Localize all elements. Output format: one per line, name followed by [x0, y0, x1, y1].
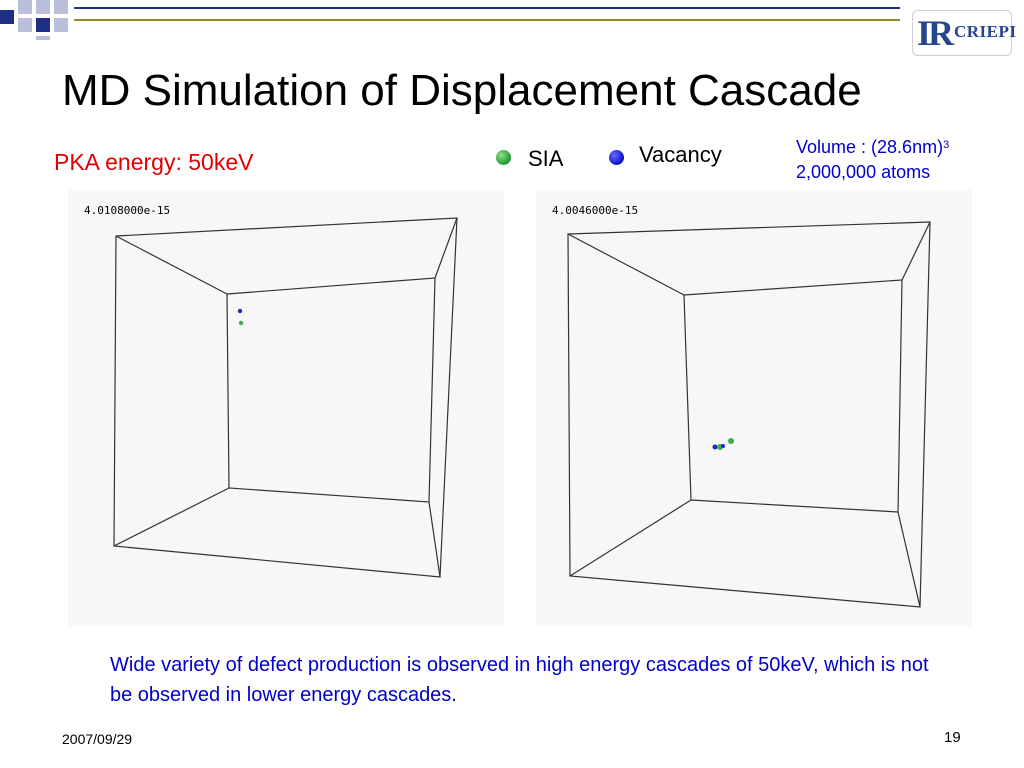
sia-point [238, 320, 244, 326]
page-number: 19 [944, 729, 961, 746]
footer-date: 2007/09/29 [62, 731, 133, 747]
criepi-logo: IR CRIEPI [912, 10, 1016, 56]
vacancy-point [712, 444, 718, 450]
volume-info: Volume : (28.6nm)3 2,000,000 atoms [796, 135, 949, 185]
pka-energy-label: PKA energy: 50keV [54, 149, 254, 175]
vacancy-legend-label: Vacancy [639, 142, 722, 167]
simulation-panel-left: 4.0108000e-15 [68, 190, 504, 626]
volume-line: Volume : (28.6nm)3 [796, 135, 949, 160]
logo-mark: IR [917, 13, 954, 53]
volume-exponent: 3 [943, 139, 950, 151]
atoms-count: 2,000,000 atoms [796, 162, 931, 182]
cascade-box-left [113, 217, 458, 578]
observation-note: Wide variety of defect production is obs… [110, 654, 929, 706]
sia-legend-label: SIA [528, 146, 564, 171]
cascade-box-right [567, 221, 931, 608]
vacancy-legend-dot-icon [609, 150, 624, 165]
logo-frame [912, 10, 1012, 56]
vacancy-point [721, 444, 725, 448]
vacancy-point [237, 308, 243, 314]
simulation-panel-right: 4.0046000e-15 [536, 190, 972, 626]
volume-text: Volume : (28.6nm) [796, 137, 944, 157]
sia-point [728, 438, 734, 444]
logo-text: CRIEPI [954, 22, 1017, 41]
timestamp-left: 4.0108000e-15 [84, 204, 171, 217]
timestamp-right: 4.0046000e-15 [552, 204, 639, 217]
slide-title: MD Simulation of Displacement Cascade [62, 66, 862, 115]
header-decoration [0, 0, 1024, 40]
sia-legend-dot-icon [496, 150, 511, 165]
